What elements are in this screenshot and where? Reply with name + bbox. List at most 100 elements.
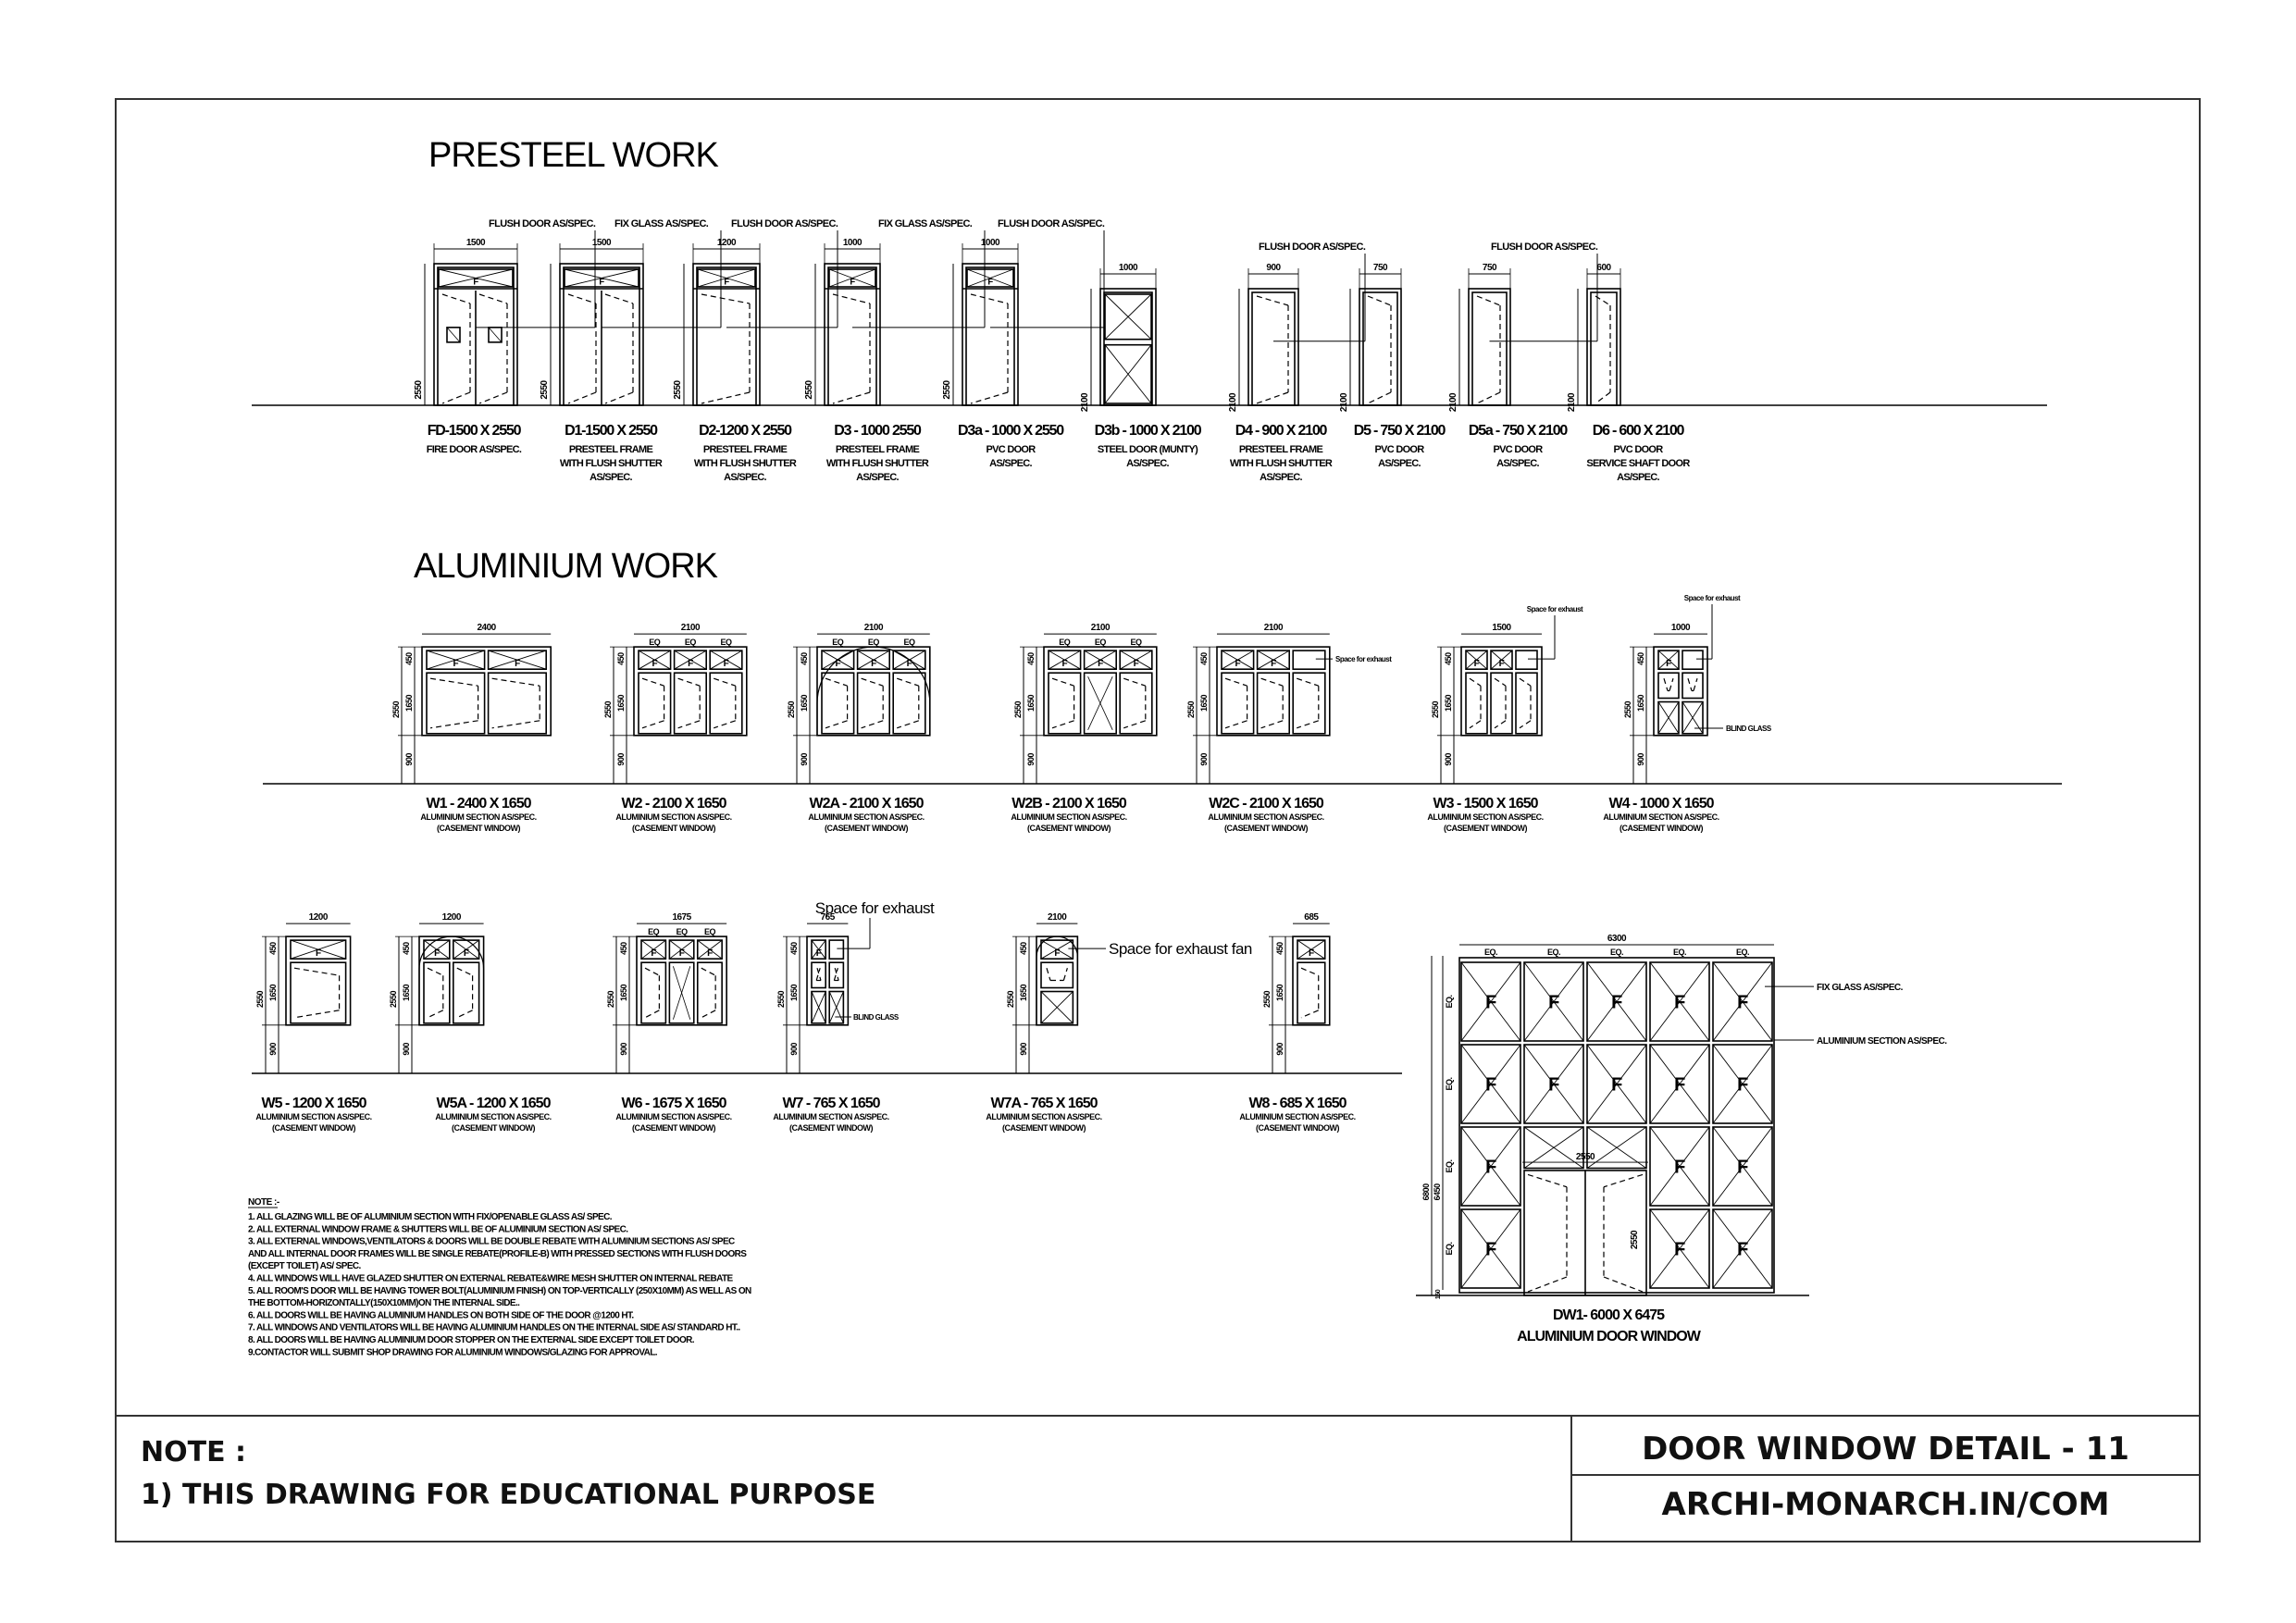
dw1-eq-dimension: EQ.	[1445, 1159, 1454, 1172]
glass-cross	[1649, 1126, 1710, 1207]
fixed-mark: F	[707, 948, 713, 959]
fixed-glass-pane	[1586, 1126, 1647, 1170]
dw1-eq-dimension: EQ.	[1445, 1077, 1454, 1090]
swing-line	[1494, 677, 1507, 687]
dw1-inner-height-dimension: 6450	[1433, 1183, 1442, 1201]
fixed-mark: F	[1737, 993, 1748, 1013]
dw1-eq-dimension: EQ.	[1445, 1242, 1454, 1255]
door-frame-inner	[696, 266, 757, 406]
fixed-glass-pane	[1460, 961, 1521, 1042]
swing-line	[478, 391, 508, 404]
glass-cross	[1682, 701, 1704, 735]
total-height-dimension: 2550	[787, 700, 796, 718]
height-dimension: 2100	[1080, 392, 1090, 412]
swing-line	[427, 967, 444, 976]
total-height-dimension: 2550	[603, 700, 613, 718]
width-dimension: 1500	[1492, 623, 1511, 633]
door-frame	[1468, 288, 1511, 406]
fixed-mark: F	[1548, 1075, 1559, 1096]
exhaust-space	[828, 939, 845, 960]
dw1-base-dimension: 150	[1435, 1289, 1442, 1299]
fixed-mark: F	[724, 278, 729, 288]
fixed-mark: F	[1499, 659, 1505, 669]
window-shutter	[452, 961, 480, 1024]
fixed-mark: F	[1235, 659, 1240, 669]
sill-dimension: 900	[402, 1043, 411, 1056]
fixed-glass-pane	[1523, 1044, 1584, 1124]
fixed-mark: F	[316, 948, 321, 959]
width-dimension: 2100	[1048, 912, 1067, 923]
swing-line	[861, 720, 884, 729]
note-item: (EXCEPT TOILET) AS/ SPEC.	[248, 1261, 362, 1271]
callout-label: FLUSH DOOR AS/SPEC.	[1259, 242, 1366, 253]
door-description: AS/SPEC.	[590, 472, 632, 483]
note-item: 9.CONTACTOR WILL SUBMIT SHOP DRAWING FOR…	[248, 1347, 658, 1357]
fixed-mark: F	[1485, 1075, 1496, 1096]
height-dimension: 2100	[1567, 392, 1577, 412]
swing-line	[816, 968, 822, 981]
fixed-mark: F	[1737, 1158, 1748, 1178]
window-frame	[1460, 646, 1543, 737]
eq-dimension: EQ	[685, 638, 697, 647]
glass-cross	[892, 650, 926, 670]
eq-dimension: EQ	[649, 638, 661, 647]
window-description: (CASEMENT WINDOW)	[632, 824, 715, 833]
glass-cross	[1712, 961, 1773, 1042]
swing-line	[1367, 295, 1392, 306]
width-dimension: 1200	[309, 912, 329, 923]
door-description: WITH FLUSH SHUTTER	[560, 458, 663, 469]
window-shutter	[821, 672, 855, 735]
swing-line	[1123, 677, 1146, 687]
fixed-mark: F	[1674, 1075, 1685, 1096]
window-code-label: W1 - 2400 X 1650	[427, 796, 532, 812]
glass-cross	[1523, 961, 1584, 1042]
glass-cross	[966, 268, 1014, 288]
door-code-label: D5a - 750 X 2100	[1469, 423, 1569, 439]
window-height-dimension: 1650	[1199, 694, 1209, 712]
sill-dimension: 900	[1444, 753, 1453, 766]
window-code-label: W2C - 2100 X 1650	[1209, 796, 1324, 812]
width-dimension: 685	[1304, 912, 1319, 923]
fixed-mark: F	[835, 659, 840, 669]
fixed-glass-pane	[487, 650, 547, 670]
callout-label: FLUSH DOOR AS/SPEC.	[489, 218, 596, 229]
glass-cross	[423, 939, 451, 960]
callout-blind-glass: BLIND GLASS	[853, 1013, 900, 1022]
glass-cross	[1490, 650, 1513, 670]
swing-line	[427, 1010, 444, 1019]
transom-dimension: 450	[1199, 652, 1209, 665]
glass-cross	[1104, 344, 1152, 404]
glass-cross	[488, 650, 547, 670]
glass-cross	[1460, 1208, 1521, 1289]
transom-dimension: 450	[1275, 942, 1285, 955]
window-code-label: W7 - 765 X 1650	[782, 1096, 880, 1111]
window-shutter	[1256, 672, 1290, 735]
window-description: (CASEMENT WINDOW)	[1620, 824, 1703, 833]
fixed-mark: F	[1611, 993, 1622, 1013]
swing-line	[832, 293, 871, 304]
window-description: (CASEMENT WINDOW)	[437, 824, 520, 833]
callout-blind-glass: BLIND GLASS	[1726, 725, 1772, 733]
fixed-glass-pane	[966, 268, 1014, 288]
swing-line	[833, 968, 838, 981]
window-code-label: W6 - 1675 X 1650	[622, 1096, 727, 1111]
glass-cross	[1657, 650, 1680, 670]
width-dimension: 1500	[466, 238, 486, 248]
fixed-mark: F	[1271, 659, 1276, 669]
glass-cross	[674, 650, 707, 670]
width-dimension: 2100	[1264, 623, 1284, 633]
height-dimension: 2550	[540, 379, 550, 399]
fixed-glass-pane	[290, 939, 347, 960]
height-dimension: 2550	[673, 379, 683, 399]
fixed-glass-pane	[1460, 1126, 1521, 1207]
fixed-glass-pane	[1104, 293, 1152, 341]
door-description: PVC DOOR	[986, 444, 1036, 455]
dw1-description: ALUMINIUM DOOR WINDOW	[1517, 1329, 1702, 1344]
swing-line	[815, 968, 821, 981]
eq-dimension: EQ	[868, 638, 880, 647]
glass-cross	[1257, 650, 1290, 670]
fixed-glass-pane	[426, 650, 486, 670]
fixed-mark: F	[515, 659, 520, 669]
